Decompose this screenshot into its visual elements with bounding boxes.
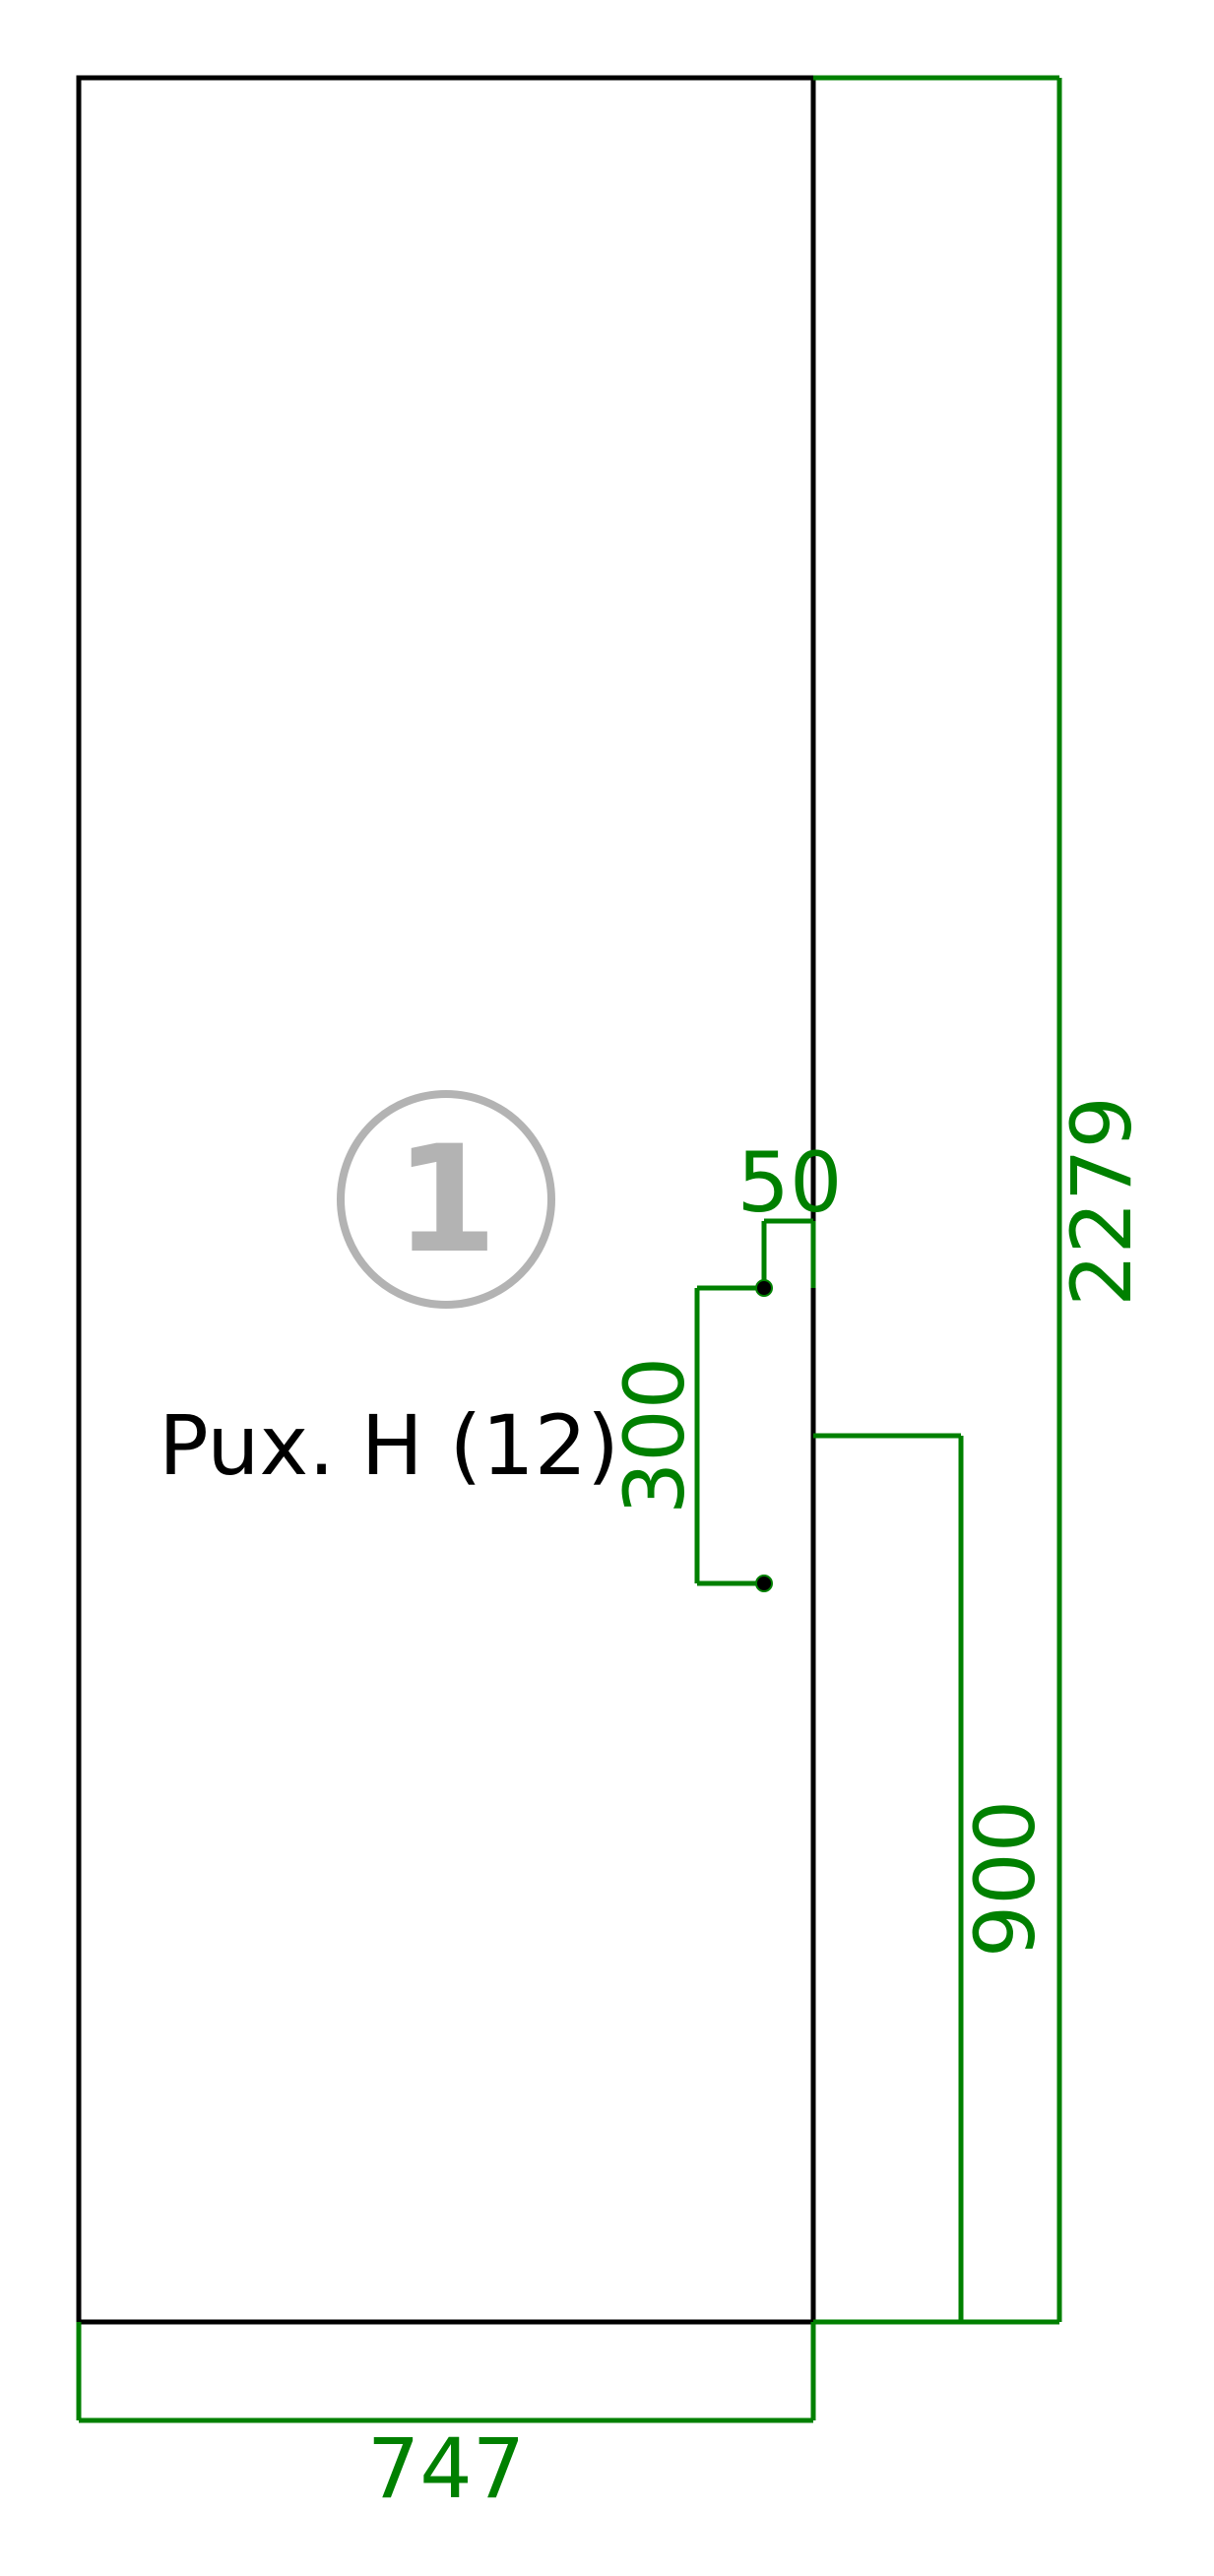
width-dimension: 747 [76,2322,816,2517]
height-dimension-value: 2279 [1054,1096,1150,1307]
width-dimension-value: 747 [367,2420,525,2517]
hinge-hole-bottom [755,1575,773,1592]
panel-label: Pux. H (12) [159,1397,619,1494]
panel-number: 1 [395,1115,497,1286]
hinge-spacing-dimension: 300 [607,1285,764,1586]
hinge-offset-value: 50 [737,1134,843,1231]
hinge-hole-top [755,1279,773,1297]
panel-outline [76,75,816,2325]
panel-number-marker: 1 [337,1090,555,1309]
height-from-bottom-dimension: 900 [813,1433,1054,2322]
height-dimension: 2279 [813,75,1150,2325]
height-from-bottom-value: 900 [957,1800,1054,1958]
hinge-offset-dimension: 50 [737,1134,843,1288]
panel-number-circle [337,1090,555,1309]
hinge-spacing-value: 300 [607,1357,703,1514]
